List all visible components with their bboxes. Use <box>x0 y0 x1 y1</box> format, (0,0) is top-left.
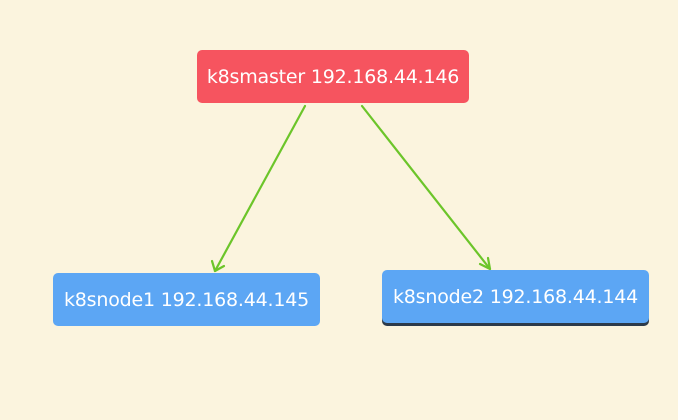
arrowhead-icon <box>478 256 492 271</box>
worker-node-1[interactable]: k8snode1 192.168.44.145 <box>53 273 320 326</box>
edge-master-node2 <box>360 104 492 271</box>
worker-node-2[interactable]: k8snode2 192.168.44.144 <box>382 270 649 323</box>
edge-master-node1 <box>210 104 307 273</box>
master-node[interactable]: k8smaster 192.168.44.146 <box>197 50 469 103</box>
worker-node-2-label: k8snode2 192.168.44.144 <box>392 285 639 308</box>
arrowhead-icon <box>210 259 226 273</box>
master-node-label: k8smaster 192.168.44.146 <box>206 65 460 88</box>
worker-node-1-label: k8snode1 192.168.44.145 <box>63 288 310 311</box>
